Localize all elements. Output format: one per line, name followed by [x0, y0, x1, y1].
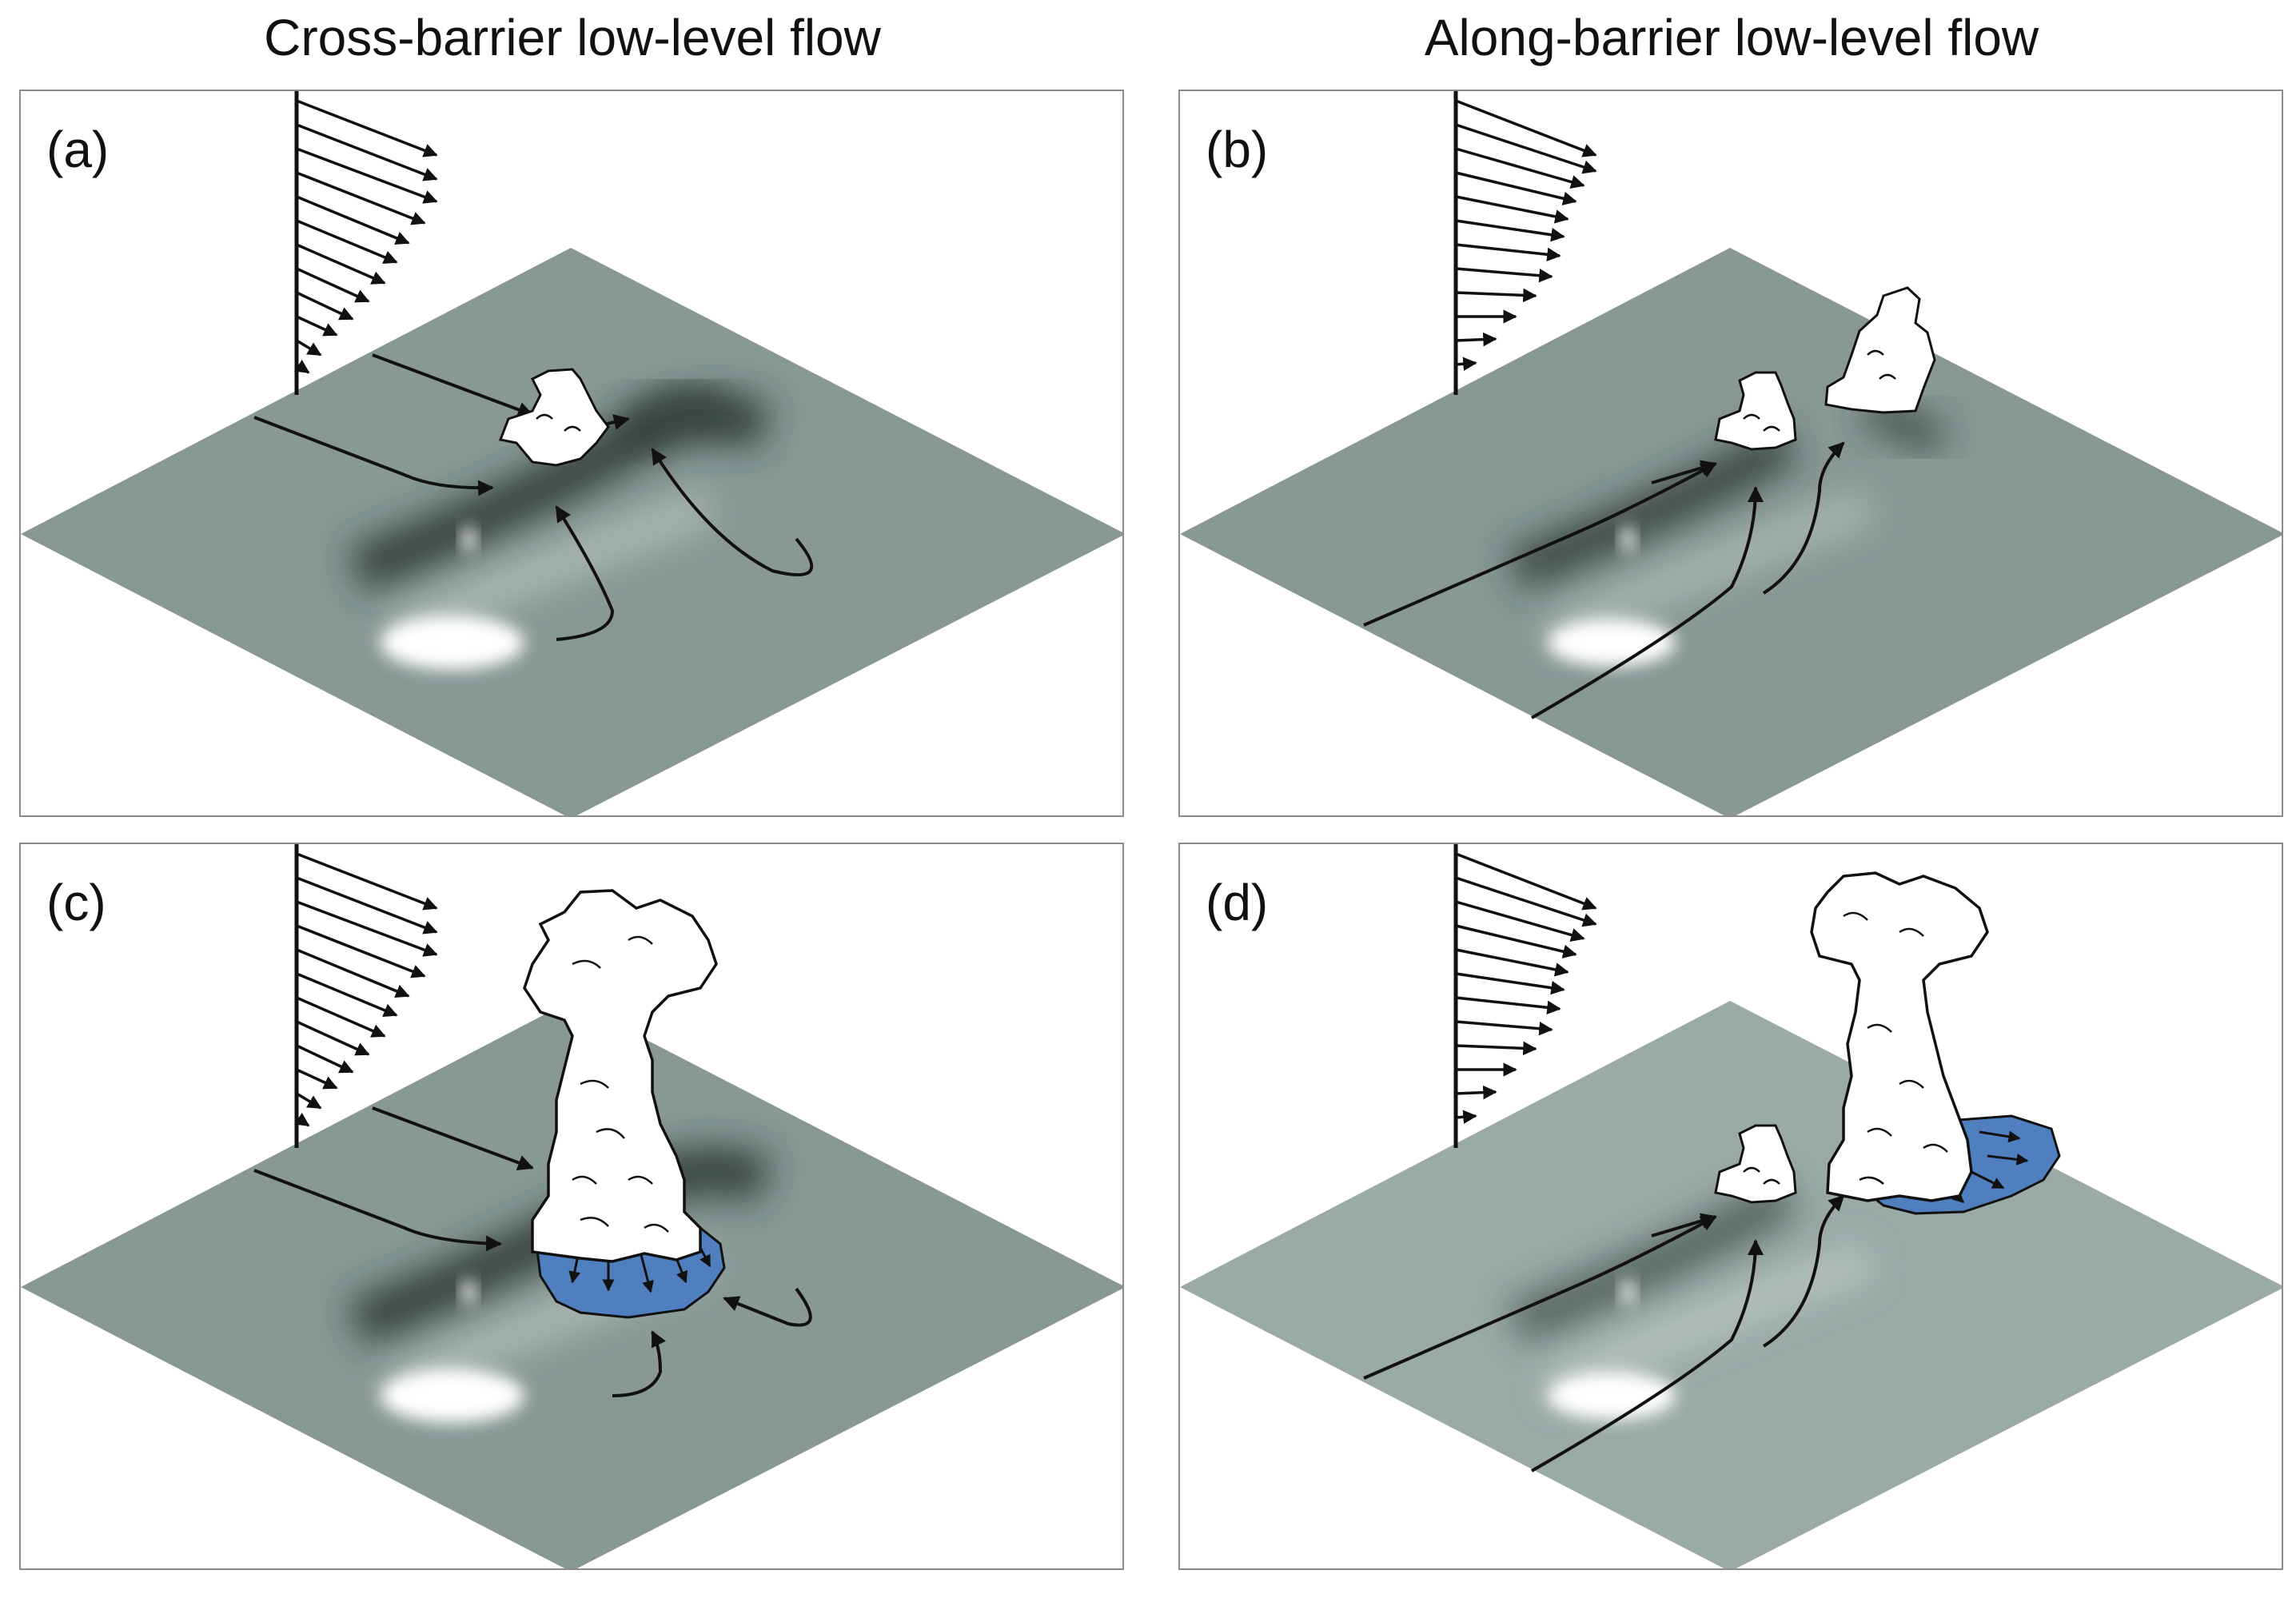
- flow-streamlines: [1363, 441, 1845, 719]
- wind-profile: [294, 844, 438, 1148]
- deep-convective-cloud: [523, 889, 718, 1263]
- wind-profile: [1453, 91, 1597, 395]
- panel-a: (a): [19, 90, 1124, 817]
- wind-profile: [294, 91, 438, 395]
- small-cumulus-left: [1714, 1124, 1797, 1204]
- panel-a-diagram: [21, 91, 1122, 815]
- panel-b-label: (b): [1206, 121, 1269, 178]
- panel-b-diagram: [1180, 91, 2282, 815]
- terrain-surface: [1180, 248, 2282, 815]
- panel-b: (b): [1178, 90, 2283, 817]
- panel-c-label: (c): [46, 874, 106, 931]
- deep-convective-cloud: [1810, 871, 1989, 1202]
- right-column-title: Along-barrier low-level flow: [1424, 9, 2039, 66]
- panel-d-label: (d): [1206, 874, 1269, 931]
- panel-a-label: (a): [46, 121, 110, 178]
- cumulus-cloud: [498, 368, 610, 467]
- small-cumulus-left: [1714, 371, 1797, 451]
- flow-streamlines: [1363, 1194, 1845, 1472]
- panel-c: (c): [19, 843, 1124, 1570]
- terrain-surface: [1180, 1001, 2282, 1568]
- small-cumulus-right: [1824, 286, 1936, 414]
- left-column-title: Cross-barrier low-level flow: [264, 9, 881, 66]
- wind-profile: [1453, 844, 1597, 1148]
- panel-c-diagram: [21, 844, 1122, 1568]
- panel-d: (d): [1178, 843, 2283, 1570]
- flow-streamlines: [253, 1106, 812, 1397]
- panel-d-diagram: [1180, 844, 2282, 1568]
